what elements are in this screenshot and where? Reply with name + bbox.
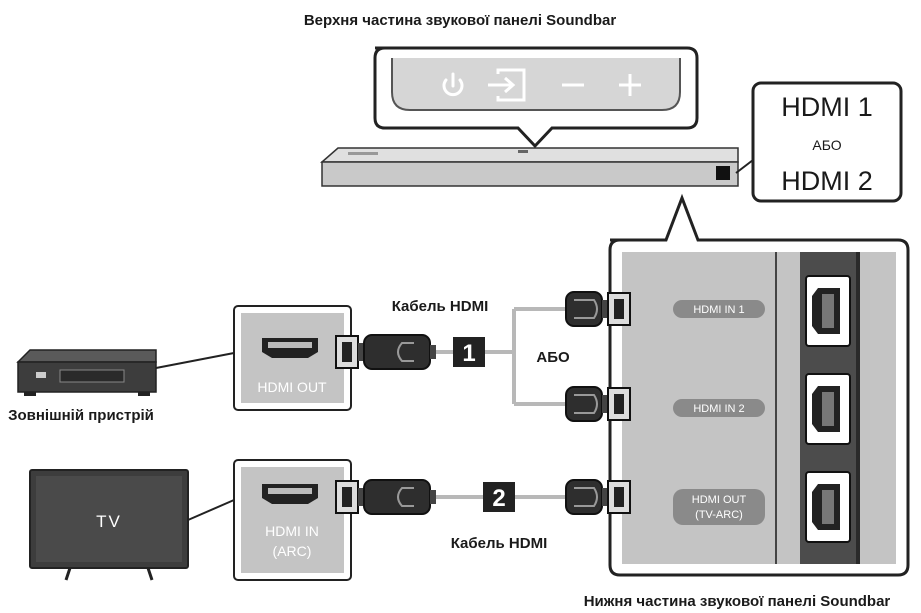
hdmi-plug-right — [565, 479, 631, 515]
svg-text:HDMI IN 2: HDMI IN 2 — [693, 403, 744, 415]
or-caption: АБО — [536, 349, 570, 366]
plus-icon[interactable] — [619, 74, 641, 96]
hdmi-socket — [805, 373, 851, 445]
cable-caption-bottom: Кабель HDMI — [451, 535, 548, 552]
tv-label: TV — [96, 512, 122, 531]
hdmi-socket — [805, 275, 851, 347]
hdmi-port-callout: HDMI 1 АБО HDMI 2 — [735, 81, 903, 203]
port-label-in1: HDMI IN 1 — [673, 300, 765, 318]
callout-line — [155, 352, 235, 369]
tv-port-box: HDMI IN (ARC) — [233, 459, 352, 581]
hdmi-plug-right — [565, 291, 631, 327]
external-device — [16, 349, 157, 396]
device-port-box: HDMI OUT — [233, 305, 352, 411]
svg-text:2: 2 — [492, 485, 505, 512]
top-panel-closeup — [373, 46, 699, 149]
svg-text:HDMI OUT: HDMI OUT — [692, 494, 747, 506]
soundbar-port-window — [716, 166, 730, 180]
tv-port-label-1: HDMI IN — [265, 523, 319, 539]
callout-or: АБО — [812, 137, 841, 153]
callout-line — [187, 499, 235, 521]
hdmi-plug-right — [565, 386, 631, 422]
external-device-caption: Зовнішній пристрій — [8, 407, 154, 424]
hdmi-plug-left — [335, 479, 436, 515]
device-port-label: HDMI OUT — [257, 379, 327, 395]
cable-caption-top: Кабель HDMI — [392, 298, 489, 315]
bottom-panel-caption: Нижня частина звукової панелі Soundbar — [584, 593, 891, 610]
hdmi-plug-left — [335, 334, 436, 370]
svg-text:(TV-ARC): (TV-ARC) — [695, 509, 743, 521]
port-label-out-arc: HDMI OUT (TV-ARC) — [673, 489, 765, 525]
top-panel-caption: Верхня частина звукової панелі Soundbar — [304, 12, 617, 29]
step-2-badge: 2 — [483, 482, 515, 512]
source-icon[interactable] — [488, 68, 526, 102]
tv: TV — [29, 469, 189, 581]
callout-hdmi2: HDMI 2 — [781, 166, 873, 196]
tv-port-label-2: (ARC) — [273, 543, 312, 559]
power-icon[interactable] — [442, 72, 464, 97]
port-label-in2: HDMI IN 2 — [673, 399, 765, 417]
soundbar — [320, 147, 739, 187]
callout-hdmi1: HDMI 1 — [781, 92, 873, 122]
step-1-badge: 1 — [453, 337, 485, 367]
hdmi-socket — [805, 471, 851, 543]
svg-text:HDMI IN 1: HDMI IN 1 — [693, 304, 744, 316]
svg-text:1: 1 — [462, 340, 475, 367]
